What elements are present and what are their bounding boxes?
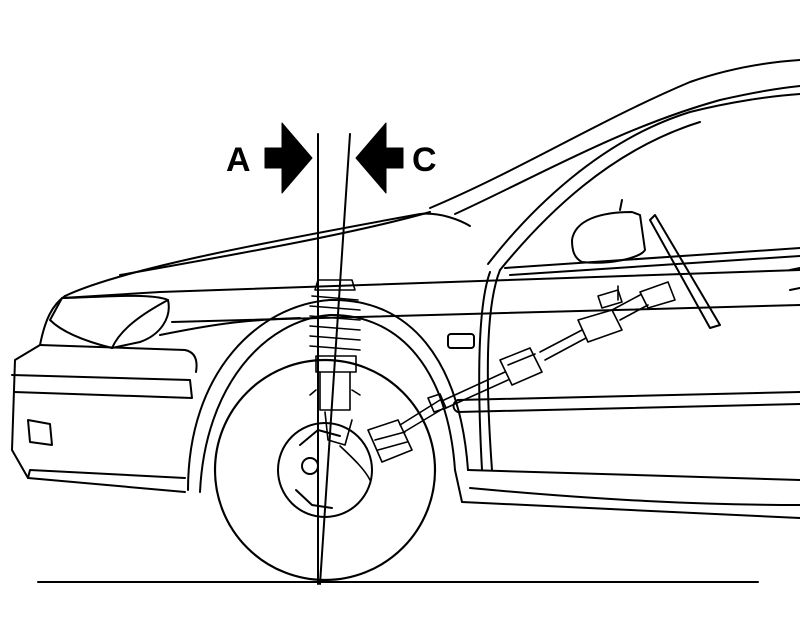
- arrow-c-icon: [355, 122, 404, 194]
- front-wheel: [213, 358, 437, 582]
- label-a: A: [226, 141, 251, 179]
- arrow-a-icon: [264, 122, 313, 194]
- camber-line: [319, 133, 351, 585]
- strut-assembly: [309, 279, 371, 481]
- steering-column: [367, 281, 676, 463]
- car-body: [11, 59, 800, 519]
- label-c: C: [412, 141, 437, 179]
